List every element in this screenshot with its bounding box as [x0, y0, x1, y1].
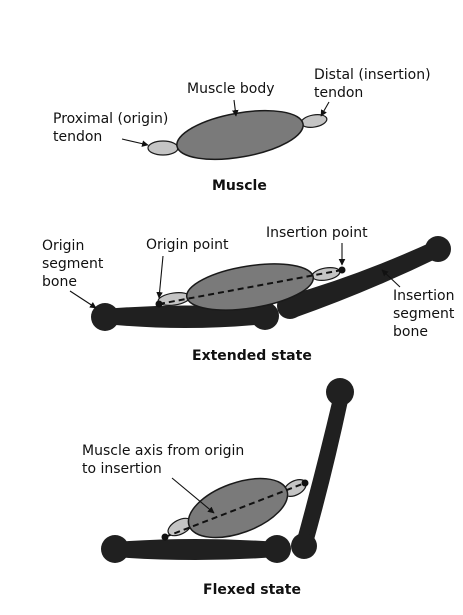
proximal-tendon: [148, 141, 178, 155]
proximal-tendon-label: Proximal (origin) tendon: [53, 111, 173, 145]
muscle-body: [173, 102, 307, 168]
origin-point-label: Origin point: [146, 237, 229, 253]
origin-segment-bone-leader: [70, 291, 96, 308]
flexed-state-caption: Flexed state: [203, 582, 301, 598]
extended-origin-point-marker: [156, 301, 163, 308]
flexed-origin-segment-bone: [101, 535, 291, 563]
muscle-caption: Muscle: [212, 178, 267, 194]
extended-state-caption: Extended state: [192, 348, 312, 364]
distal-tendon-leader: [321, 102, 329, 116]
distal-tendon-label: Distal (insertion) tendon: [314, 67, 435, 101]
insertion-point-label: Insertion point: [266, 225, 368, 241]
muscle-body-label: Muscle body: [187, 81, 275, 97]
insertion-segment-bone-label: Insertion segment bone: [393, 288, 459, 340]
muscle-axis-label: Muscle axis from origin to insertion: [82, 443, 249, 477]
flexed-state-panel: Muscle axis from origin to insertion Fle…: [82, 378, 354, 598]
origin-segment-bone-label: Origin segment bone: [42, 238, 108, 290]
extended-distal-tendon: [311, 266, 341, 283]
flexed-insertion-segment-bone: [291, 378, 354, 559]
extended-insertion-point-marker: [339, 267, 346, 274]
muscle-panel: Muscle body Distal (insertion) tendon Pr…: [53, 67, 435, 194]
extended-state-panel: Origin segment bone Origin point Inserti…: [42, 225, 459, 364]
distal-tendon: [300, 113, 328, 129]
flexed-origin-point-marker: [162, 534, 169, 541]
origin-point-leader: [159, 256, 163, 298]
flexed-insertion-point-marker: [302, 480, 309, 487]
proximal-tendon-leader: [122, 139, 148, 145]
